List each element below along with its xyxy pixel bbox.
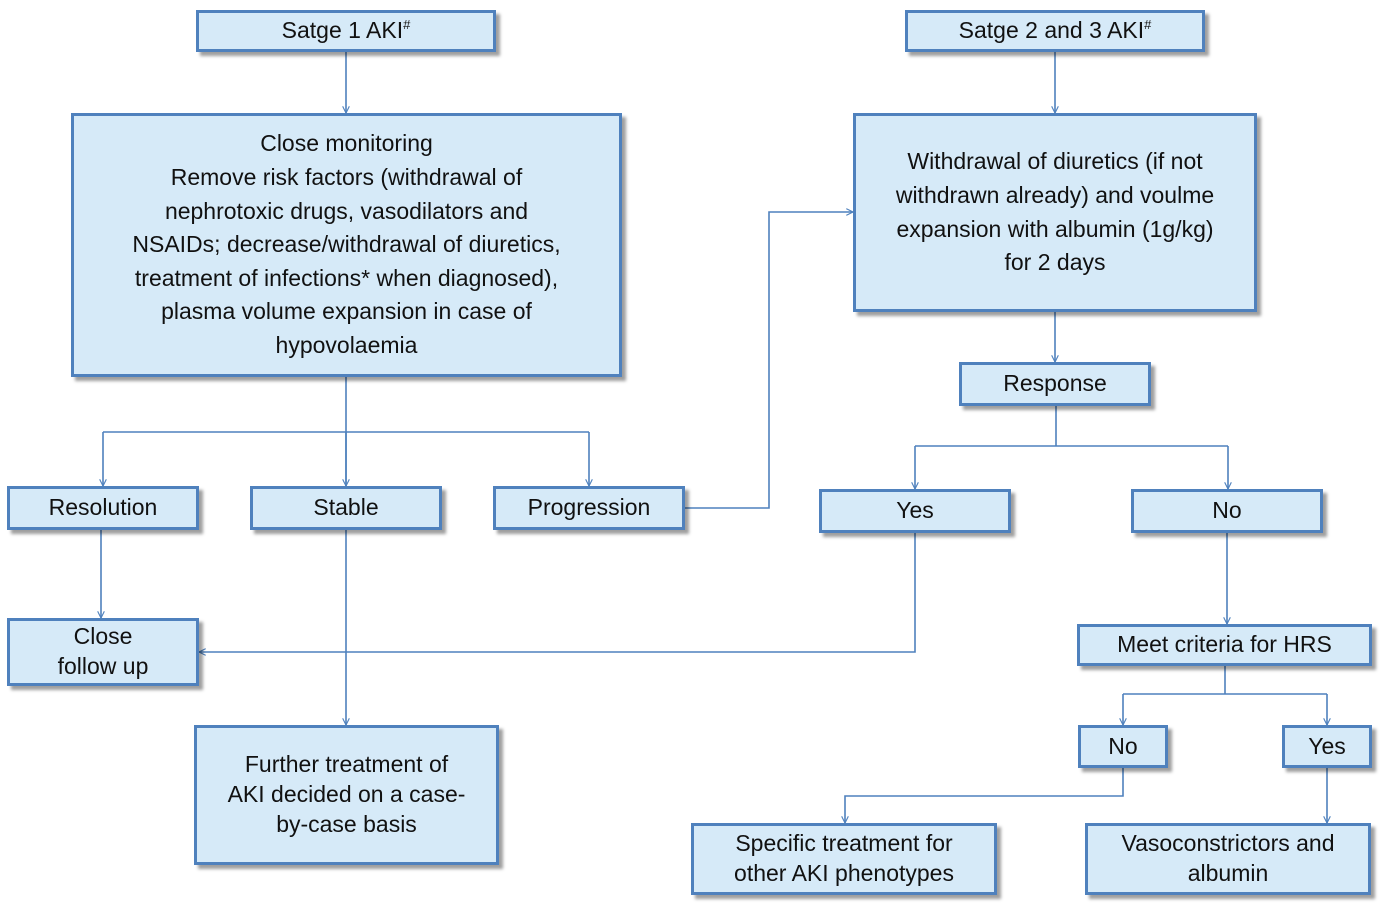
progression-line-1: Progression <box>527 494 651 521</box>
response-yes-box: Yes <box>819 489 1011 533</box>
close-monitoring-line-4: NSAIDs; decrease/withdrawal of diuretics… <box>132 231 561 258</box>
withdrawal-line-4: for 2 days <box>1004 249 1106 276</box>
specific-treatment-line-2: other AKI phenotypes <box>734 860 954 886</box>
stable-line-1: Stable <box>313 494 379 521</box>
close-monitoring-line-1: Close monitoring <box>260 130 433 157</box>
no-response-line-1: No <box>1212 497 1242 524</box>
vasoconstrictors-line-1: Vasoconstrictors and <box>1121 830 1335 857</box>
close-follow-up-line-2: follow up <box>57 653 149 679</box>
arrow-no-hrs-to-specific-treatment <box>845 768 1124 823</box>
response-no-box: No <box>1131 489 1323 533</box>
response-box: Response <box>959 362 1151 406</box>
no-hrs-line-1: No <box>1108 732 1138 759</box>
hrs-no-box: No <box>1078 725 1168 768</box>
vasoconstrictors-line-2: albumin <box>1187 860 1269 886</box>
close-monitoring-line-2: Remove risk factors (withdrawal of <box>170 164 523 191</box>
withdrawal-line-2: withdrawn already) and voulme <box>895 181 1215 208</box>
stage1-aki-box: Satge 1 AKI# <box>196 10 496 52</box>
arrow-yes-to-followup <box>199 533 916 652</box>
resolution-box: Resolution <box>7 486 199 530</box>
close-follow-up-line-1: Close <box>73 623 133 650</box>
close-monitoring-line-7: hypovolaemia <box>275 331 418 358</box>
further-treatment-box: Further treatment of AKI decided on a cas… <box>194 725 499 865</box>
withdrawal-line-3: expansion with albumin (1g/kg) <box>896 215 1214 242</box>
vasoconstrictors-albumin-box: Vasoconstrictors and albumin <box>1085 823 1371 895</box>
yes-response-line-1: Yes <box>896 497 934 524</box>
meet-criteria-hrs-box: Meet criteria for HRS <box>1077 624 1372 666</box>
stage23-line-1: Satge 2 and 3 AKI# <box>958 17 1152 44</box>
resolution-line-1: Resolution <box>48 494 158 521</box>
specific-treatment-line-1: Specific treatment for <box>735 830 953 857</box>
close-follow-up-box: Close follow up <box>7 618 199 686</box>
close-monitoring-line-5: treatment of infections* when diagnosed)… <box>134 264 559 291</box>
withdrawal-line-1: Withdrawal of diuretics (if not <box>907 148 1203 175</box>
close-monitoring-line-3: nephrotoxic drugs, vasodilators and <box>164 197 529 224</box>
stage1-superscript: # <box>403 17 411 33</box>
further-treatment-line-1: Further treatment of <box>244 751 449 778</box>
withdrawal-diuretics-box: Withdrawal of diuretics (if not withdrawn… <box>853 113 1257 312</box>
meet-criteria-hrs-line-1: Meet criteria for HRS <box>1117 631 1332 658</box>
progression-box: Progression <box>493 486 685 530</box>
hrs-yes-box: Yes <box>1282 725 1372 768</box>
close-monitoring-line-6: plasma volume expansion in case of <box>161 298 532 325</box>
stage23-superscript: # <box>1144 17 1152 33</box>
further-treatment-line-3: by-case basis <box>276 810 417 837</box>
response-line-1: Response <box>1003 370 1107 397</box>
stable-box: Stable <box>250 486 442 530</box>
arrow-progression-to-withdrawal <box>685 212 853 509</box>
yes-hrs-line-1: Yes <box>1308 732 1346 759</box>
specific-treatment-box: Specific treatment for other AKI phenotyp… <box>691 823 997 895</box>
stage1-line-1: Satge 1 AKI# <box>281 17 411 44</box>
further-treatment-line-2: AKI decided on a case- <box>227 781 466 808</box>
stage23-aki-box: Satge 2 and 3 AKI# <box>905 10 1205 52</box>
